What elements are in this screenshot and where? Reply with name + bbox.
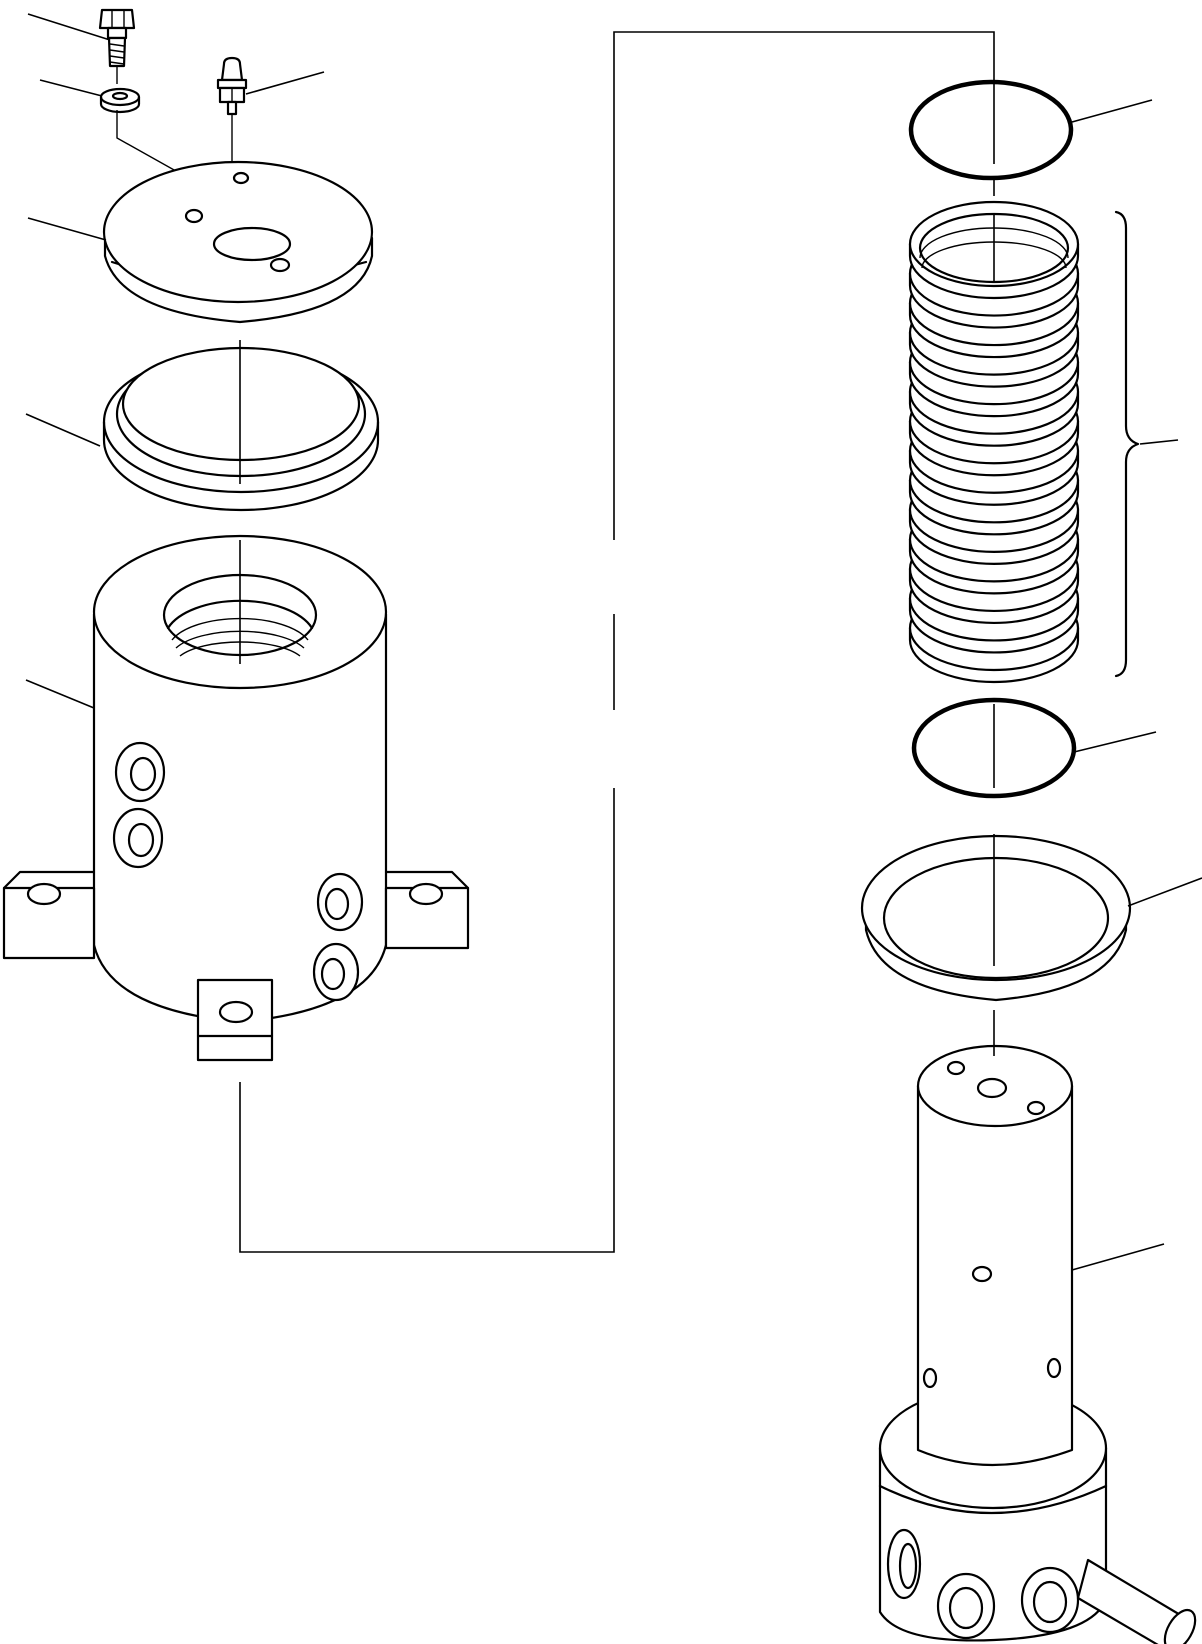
o-ring-lower — [911, 697, 1077, 799]
cylinder-cover — [102, 160, 374, 324]
washer — [99, 87, 193, 198]
packing-ring — [102, 346, 380, 512]
swivel-shaft — [878, 1044, 1197, 1644]
grease-fitting — [216, 56, 248, 168]
stack-brace — [1114, 210, 1140, 678]
lower-packing-ring — [860, 834, 1132, 1002]
o-ring-upper — [908, 79, 1074, 181]
housing-port — [312, 942, 360, 1002]
connection-line — [239, 788, 615, 1253]
housing-port — [112, 807, 164, 869]
connection-line — [613, 31, 995, 540]
seal-ring-stack — [908, 200, 1080, 684]
housing-port — [316, 872, 364, 932]
cap-bolt — [98, 8, 136, 84]
housing-port — [114, 741, 166, 803]
swivel-housing — [2, 534, 470, 1062]
callout-leaders — [25, 13, 1202, 1271]
